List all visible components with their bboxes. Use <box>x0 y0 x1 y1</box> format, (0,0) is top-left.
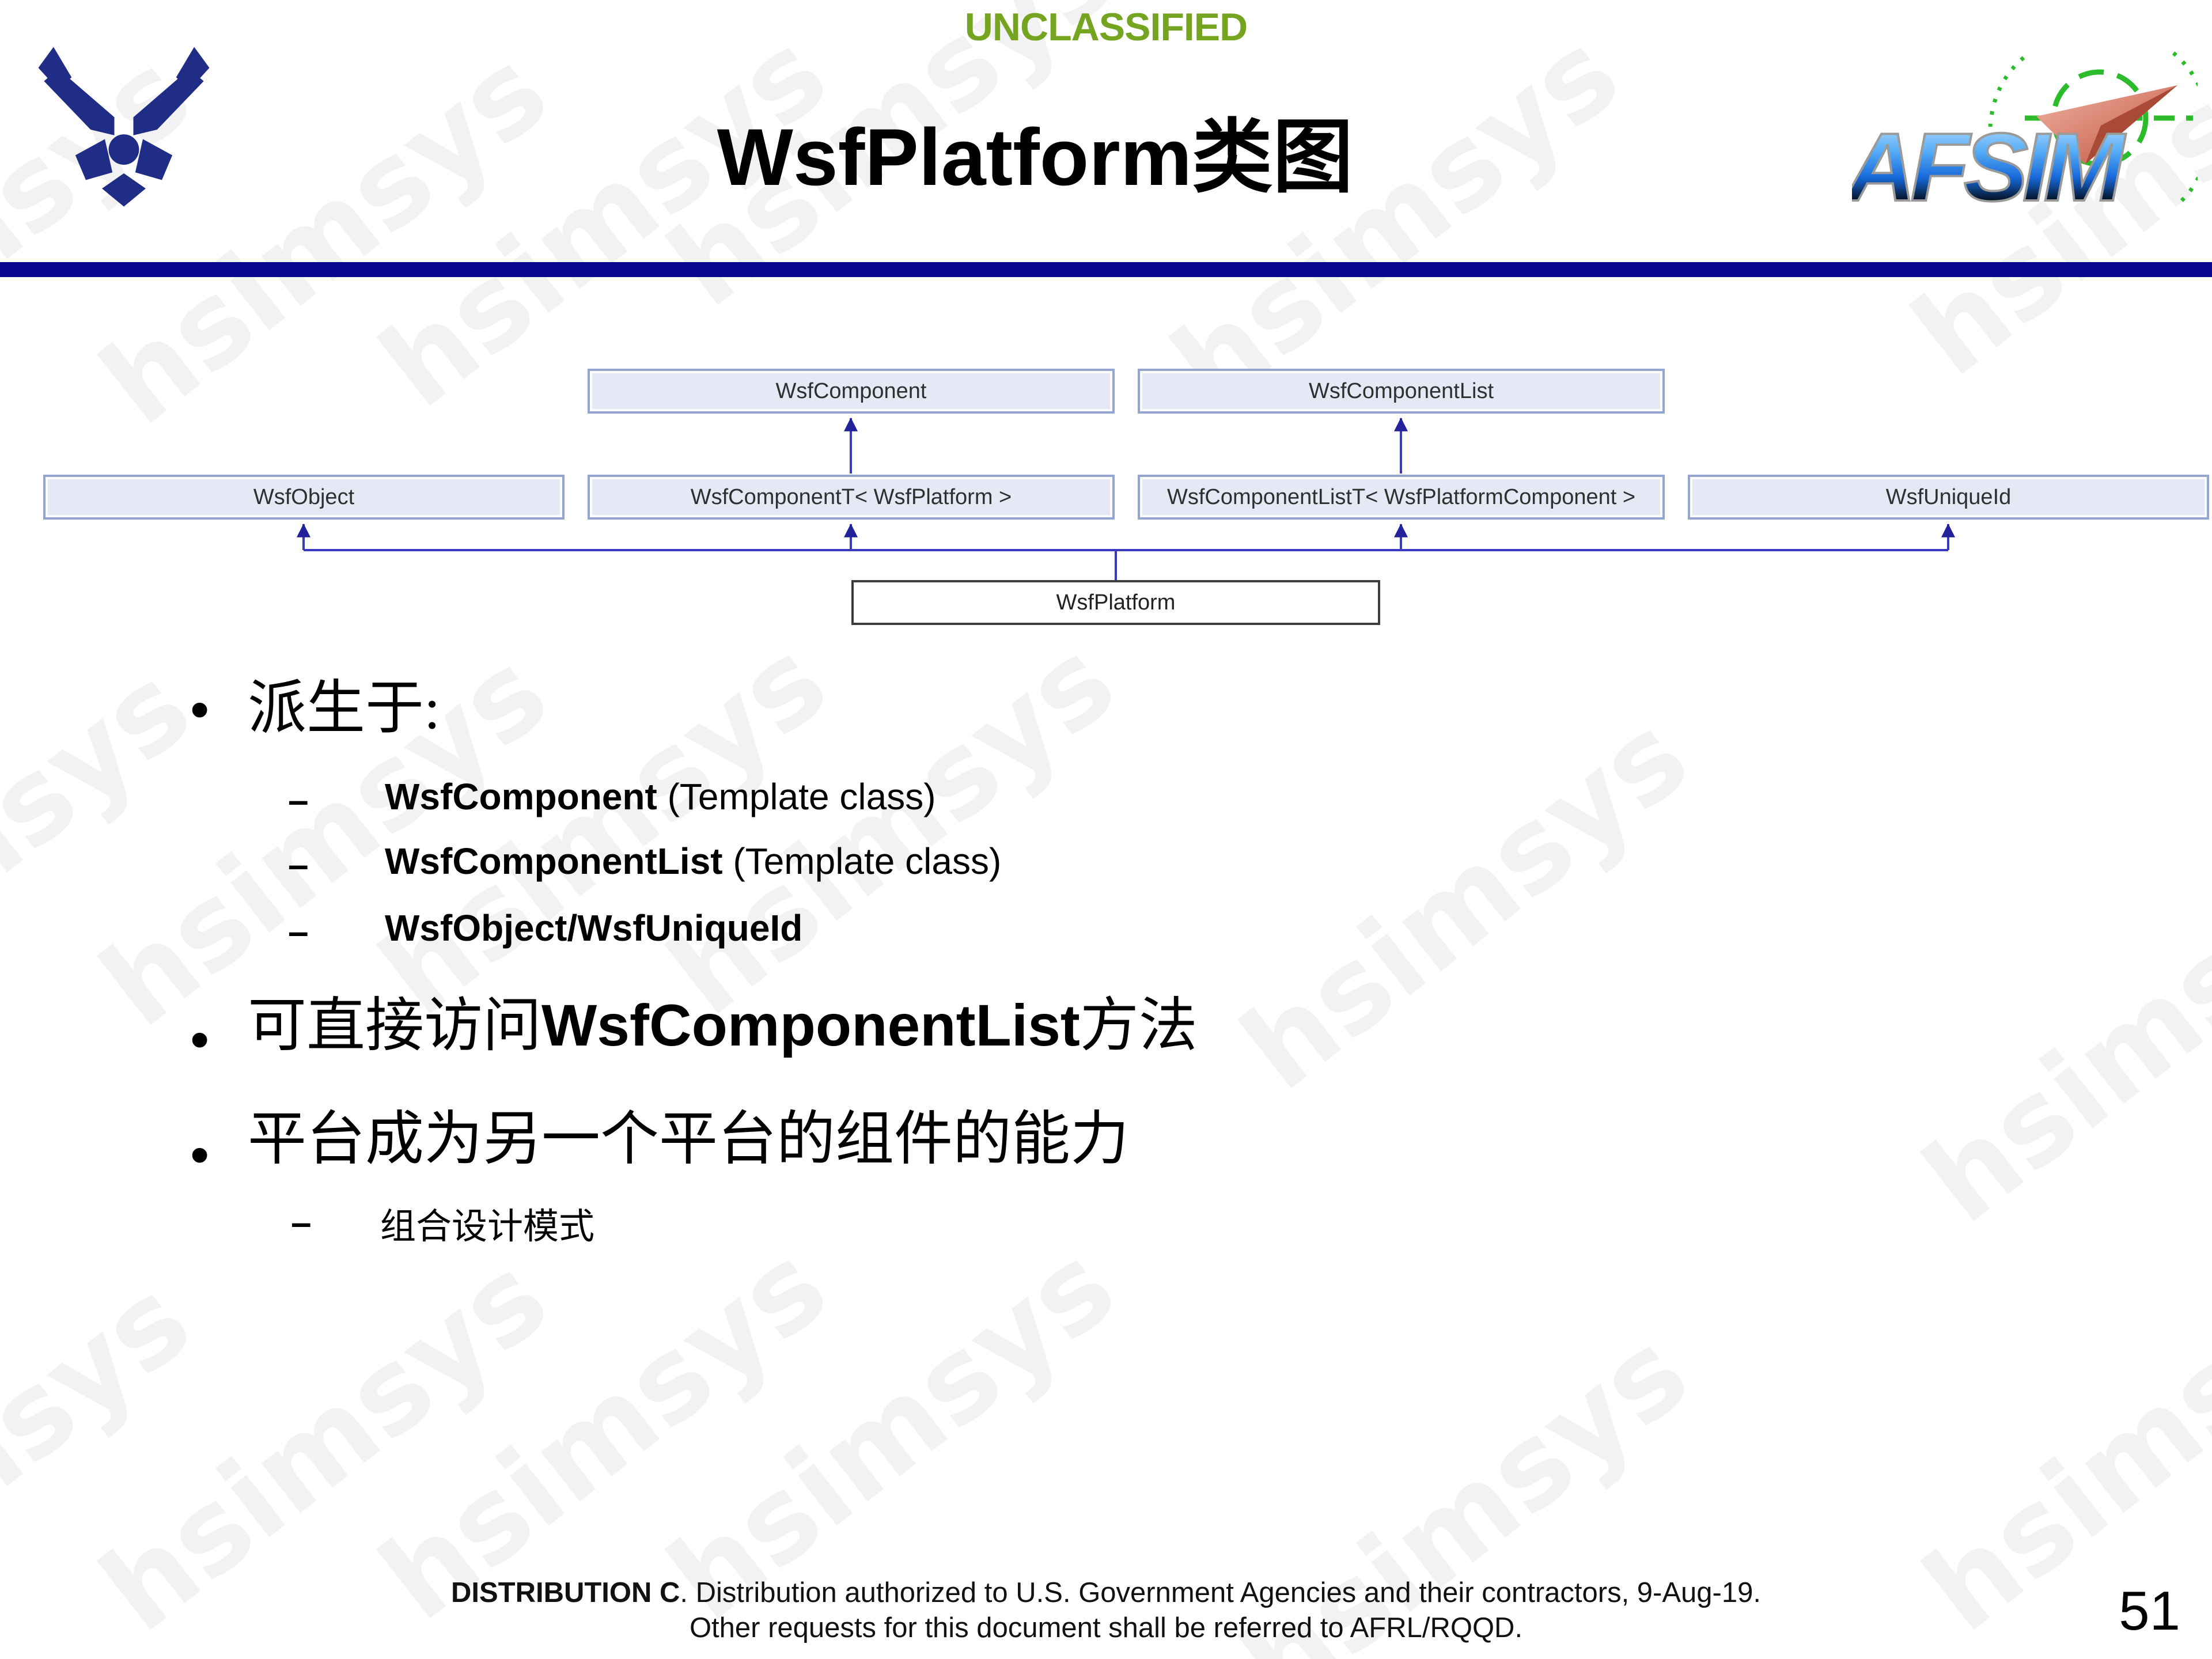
class-box-wsfuniqueid: WsfUniqueId <box>1688 475 2209 520</box>
afsim-logo-icon: AFSIM <box>1852 51 2198 222</box>
bullet-dot: • <box>190 1124 210 1185</box>
classification-banner: UNCLASSIFIED <box>964 5 1248 49</box>
class-name: WsfComponent <box>385 776 657 817</box>
sub-bullet-wsfobject-wsfuniqueid: WsfObject/WsfUniqueId <box>385 907 802 949</box>
watermark: hsimsys <box>1218 688 1713 1116</box>
bullet-direct-access: 可直接访问WsfComponentList方法 <box>248 992 1198 1060</box>
distribution-line-2: Other requests for this document shall b… <box>689 1612 1523 1644</box>
distribution-statement: DISTRIBUTION C. Distribution authorized … <box>0 1575 2212 1646</box>
watermark: hsimsys <box>0 639 215 1067</box>
distribution-text: . Distribution authorized to U.S. Govern… <box>680 1577 1761 1608</box>
page-title: WsfPlatform类图 <box>717 112 1354 202</box>
sub-bullet-dash: – <box>291 1202 312 1243</box>
bullet-derived-from: 派生于: <box>248 676 441 741</box>
class-name: WsfComponentList <box>541 993 1080 1058</box>
bullet-dot: • <box>190 1009 210 1070</box>
page-number: 51 <box>2119 1580 2180 1642</box>
sub-bullet-wsfcomponentlist: WsfComponentList (Template class) <box>385 840 1001 882</box>
text-pre: 可直接访问 <box>248 994 541 1059</box>
usaf-logo-icon <box>38 47 210 207</box>
bullet-dot: • <box>190 679 210 740</box>
class-box-wsfplatform: WsfPlatform <box>851 580 1380 625</box>
class-name: WsfComponentList <box>385 840 723 882</box>
distribution-label: DISTRIBUTION C <box>450 1577 680 1608</box>
distribution-line-1: DISTRIBUTION C. Distribution authorized … <box>0 1575 2212 1611</box>
text-post: 方法 <box>1080 994 1198 1059</box>
watermark: hsimsys <box>1900 821 2212 1249</box>
class-box-wsfcomponentlist: WsfComponentList <box>1138 369 1665 414</box>
bullet-platform-as-component: 平台成为另一个平台的组件的能力 <box>248 1107 1129 1172</box>
class-note: (Template class) <box>657 776 936 817</box>
class-box-wsfcomponent: WsfComponent <box>588 369 1115 414</box>
separator-bar <box>0 262 2212 277</box>
class-note: (Template class) <box>722 840 1002 882</box>
afsim-logo-text: AFSIM <box>1852 113 2126 221</box>
class-name: WsfObject/WsfUniqueId <box>385 907 803 949</box>
watermark: hsimsys <box>645 613 1139 1041</box>
sub-bullet-composite-pattern: 组合设计模式 <box>380 1207 595 1247</box>
sub-bullet-dash: – <box>288 911 309 952</box>
class-box-wsfcomponentt: WsfComponentT< WsfPlatform > <box>588 475 1115 520</box>
class-box-wsfcomponentlistt: WsfComponentListT< WsfPlatformComponent … <box>1138 475 1665 520</box>
sub-bullet-dash: – <box>288 844 309 885</box>
sub-bullet-wsfcomponent: WsfComponent (Template class) <box>385 775 936 818</box>
sub-bullet-dash: – <box>288 779 309 821</box>
class-box-wsfobject: WsfObject <box>43 475 565 520</box>
